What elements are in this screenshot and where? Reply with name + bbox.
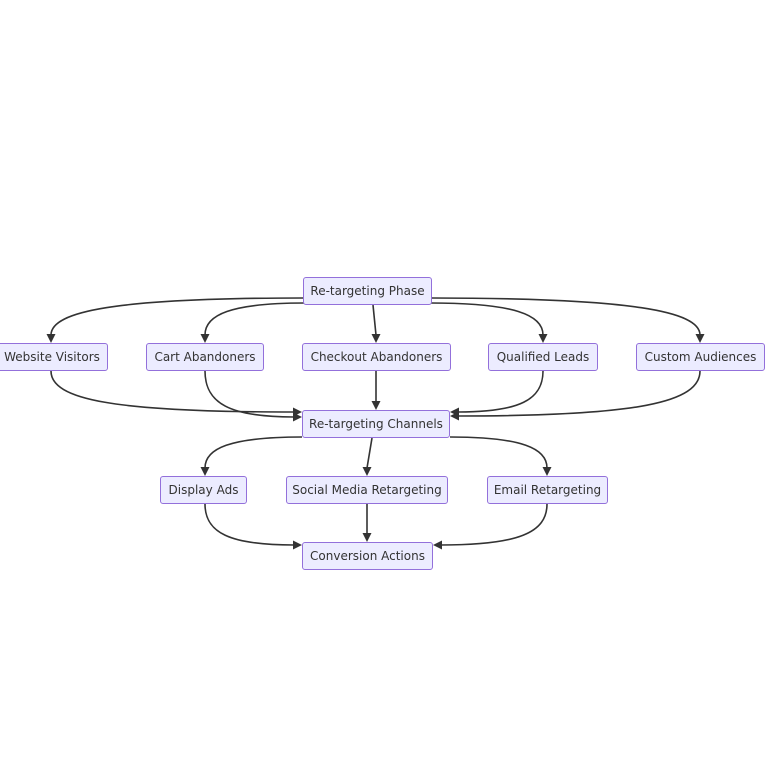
edge-email-to-conversion bbox=[440, 503, 548, 546]
arrowhead bbox=[695, 334, 705, 343]
arrowhead bbox=[46, 334, 56, 343]
node-custom-audiences: Custom Audiences bbox=[636, 343, 765, 371]
node-cart-abandoners: Cart Abandoners bbox=[146, 343, 264, 371]
arrowhead bbox=[371, 334, 381, 343]
edge-custom_audiences-to-channels bbox=[457, 370, 701, 417]
arrowhead bbox=[362, 533, 372, 542]
arrowhead bbox=[542, 467, 552, 476]
edge-phase-to-checkout_abandoners bbox=[372, 304, 377, 336]
arrowhead bbox=[450, 411, 459, 421]
edge-channels-to-display_ads bbox=[204, 436, 303, 469]
node-qualified-leads: Qualified Leads bbox=[488, 343, 598, 371]
edge-phase-to-website_visitors bbox=[50, 297, 304, 336]
node-display-ads: Display Ads bbox=[160, 476, 247, 504]
arrowhead bbox=[200, 334, 210, 343]
edge-channels-to-social_media bbox=[366, 437, 373, 469]
arrowhead bbox=[433, 540, 442, 550]
node-website-visitors: Website Visitors bbox=[0, 343, 108, 371]
node-retargeting-phase: Re-targeting Phase bbox=[303, 277, 432, 305]
arrowhead bbox=[371, 401, 381, 410]
arrowhead bbox=[538, 334, 548, 343]
node-social-media-retargeting: Social Media Retargeting bbox=[286, 476, 448, 504]
edge-qualified_leads-to-channels bbox=[457, 370, 544, 413]
node-checkout-abandoners: Checkout Abandoners bbox=[302, 343, 451, 371]
edge-phase-to-custom_audiences bbox=[431, 297, 701, 336]
edge-website_visitors-to-channels bbox=[50, 370, 295, 413]
edge-display_ads-to-conversion bbox=[204, 503, 295, 546]
edge-cart_abandoners-to-channels bbox=[204, 370, 295, 418]
arrowhead bbox=[362, 467, 372, 476]
arrowhead bbox=[293, 412, 302, 422]
node-conversion-actions: Conversion Actions bbox=[302, 542, 433, 570]
edge-phase-to-qualified_leads bbox=[429, 302, 544, 336]
edge-channels-to-email bbox=[449, 436, 548, 469]
node-email-retargeting: Email Retargeting bbox=[487, 476, 608, 504]
arrowhead bbox=[293, 540, 302, 550]
edge-phase-to-cart_abandoners bbox=[204, 302, 306, 336]
arrowhead bbox=[200, 467, 210, 476]
node-retargeting-channels: Re-targeting Channels bbox=[302, 410, 450, 438]
